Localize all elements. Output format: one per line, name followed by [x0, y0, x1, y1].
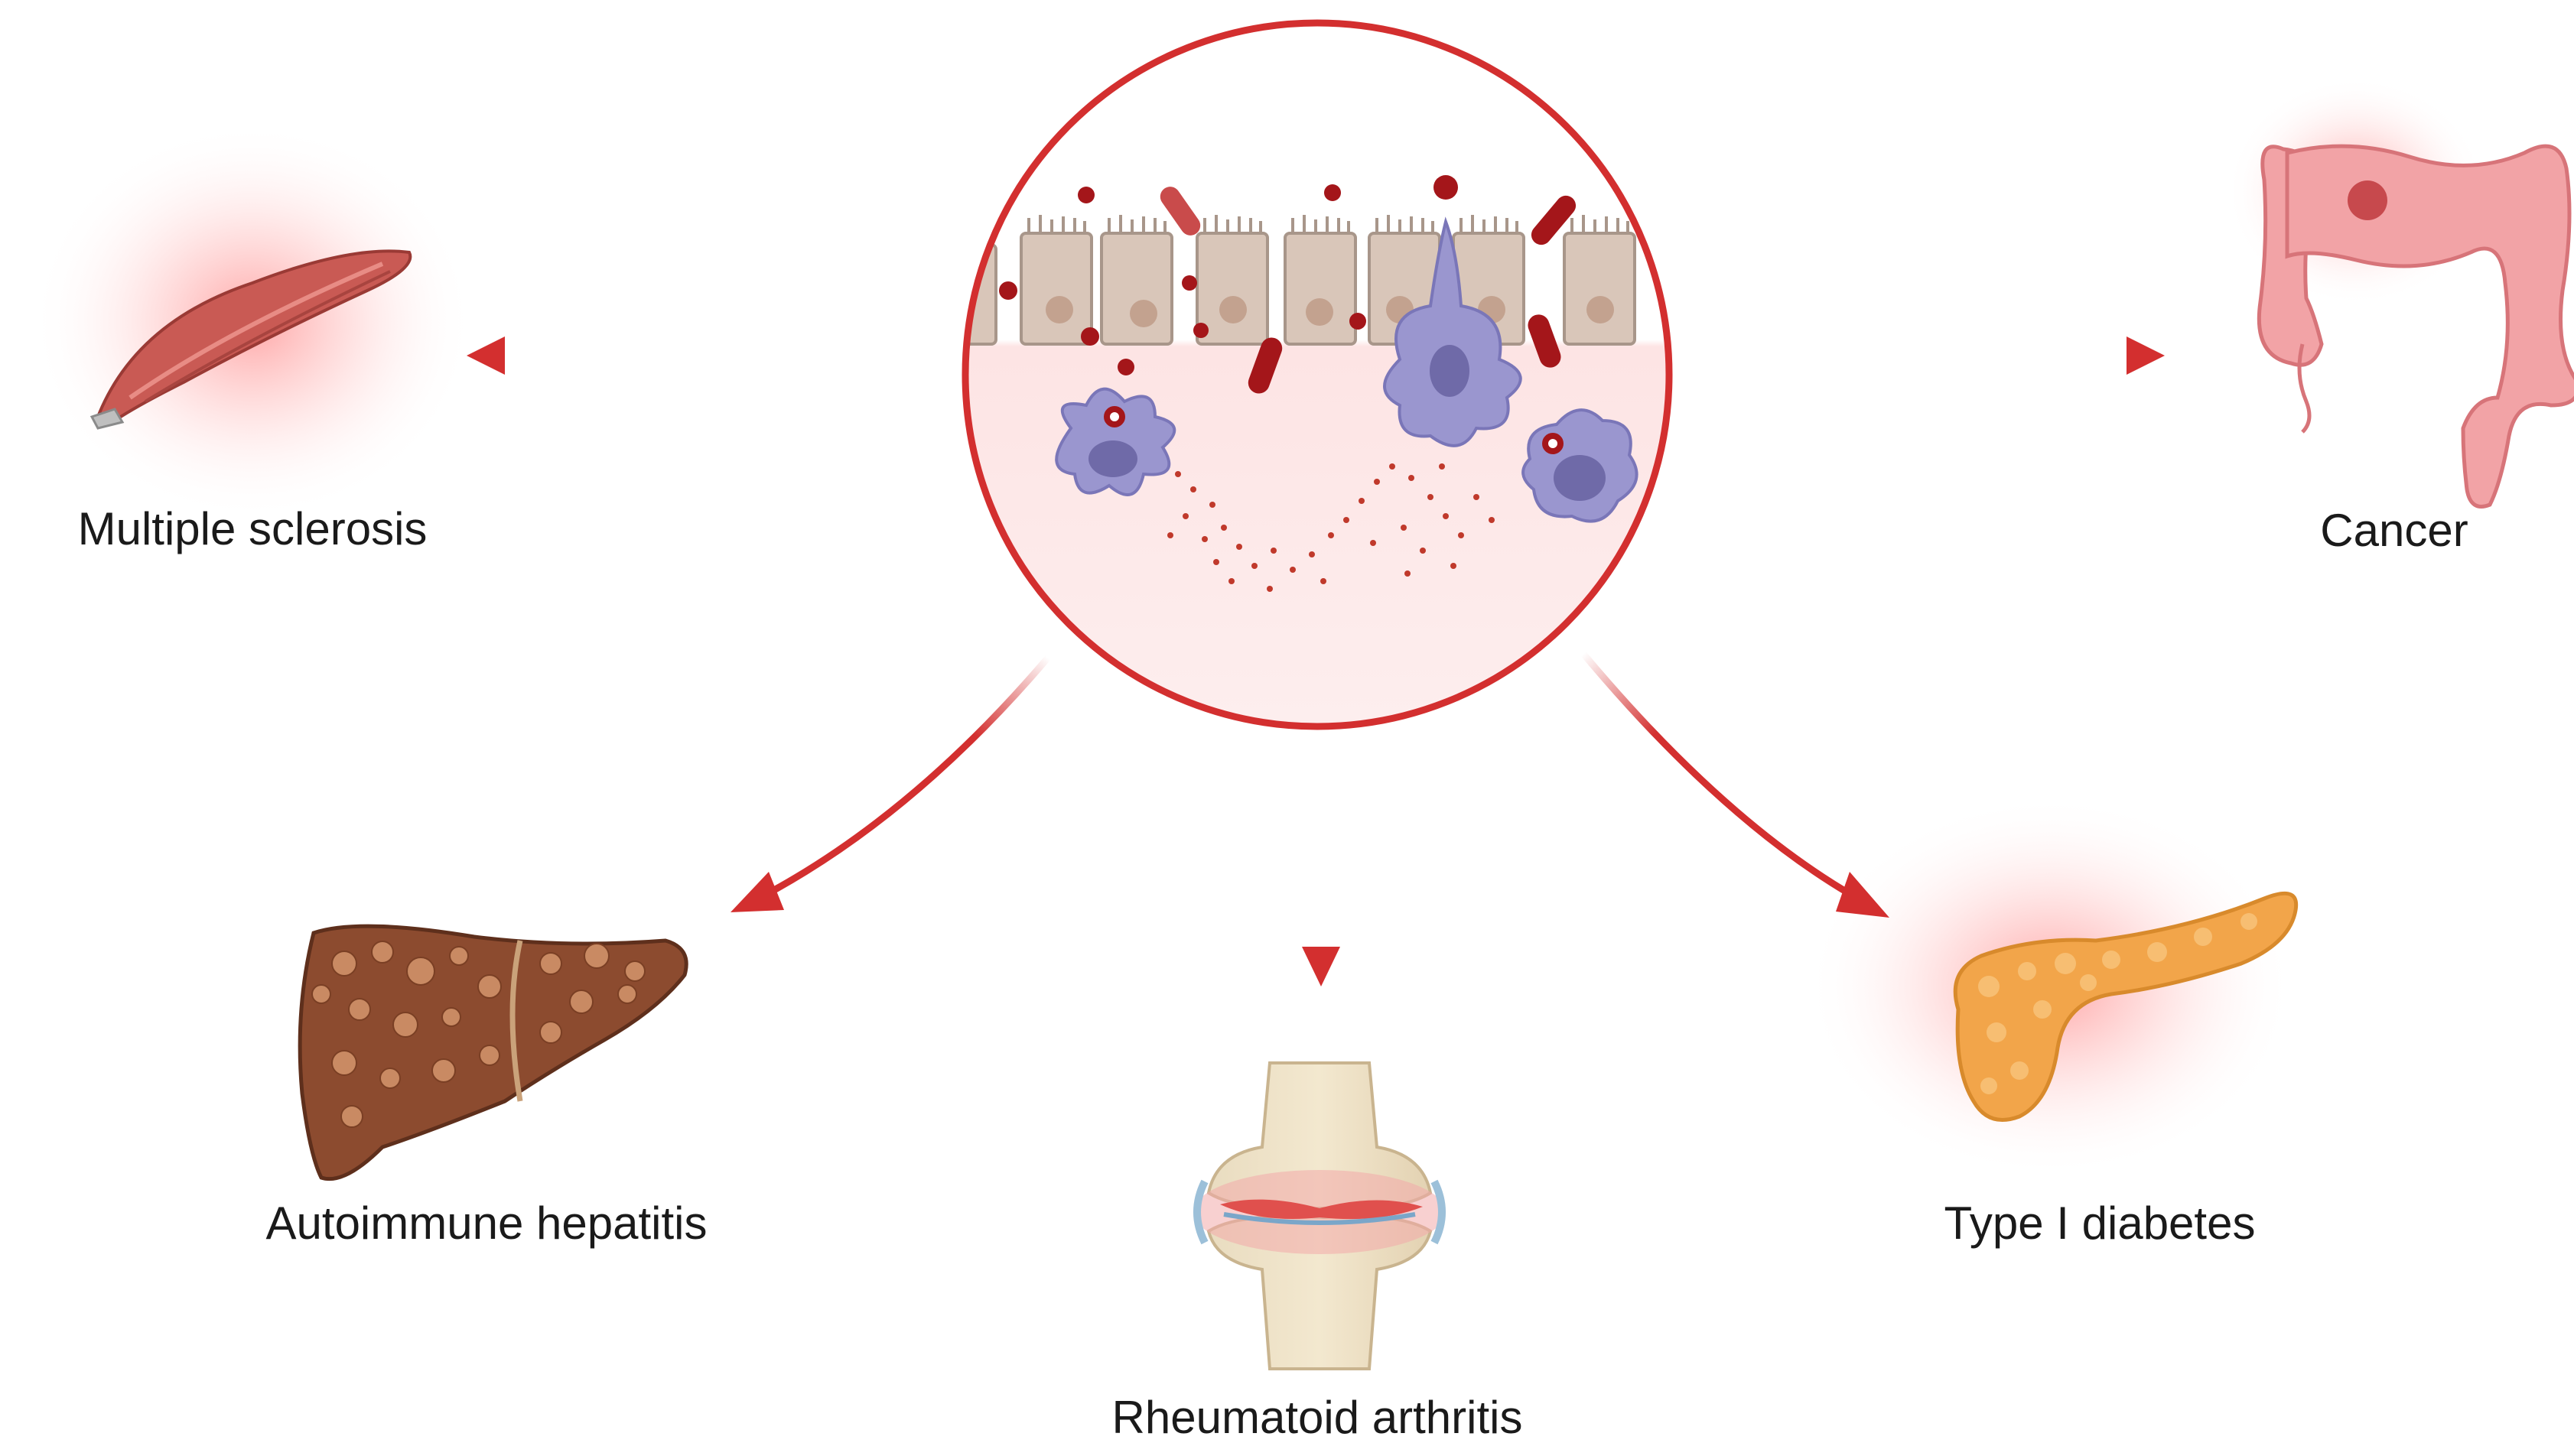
label-autoimmune-hepatitis: Autoimmune hepatitis: [265, 1198, 708, 1249]
muscle-icon: [89, 249, 412, 430]
label-cancer: Cancer: [2320, 505, 2468, 556]
arrows: [467, 336, 2165, 986]
cytokine-dots: [1167, 463, 1495, 592]
colon-icon: [2257, 144, 2574, 509]
center-ring: [962, 19, 1673, 730]
pancreas-icon: [1953, 891, 2298, 1122]
arrow-to-ah: [770, 655, 1051, 894]
bacteria: [999, 175, 1577, 394]
label-type-i-diabetes: Type I diabetes: [1944, 1198, 2256, 1249]
label-multiple-sclerosis: Multiple sclerosis: [77, 503, 428, 554]
joint-icon: [1193, 1061, 1446, 1370]
liver-icon: [298, 924, 688, 1181]
arrow-to-t1d: [1580, 652, 1853, 898]
gut-epithelium-illustration: [962, 19, 1673, 730]
label-rheumatoid-arthritis: Rheumatoid arthritis: [1111, 1392, 1523, 1443]
epithelial-cells: [965, 215, 1636, 346]
